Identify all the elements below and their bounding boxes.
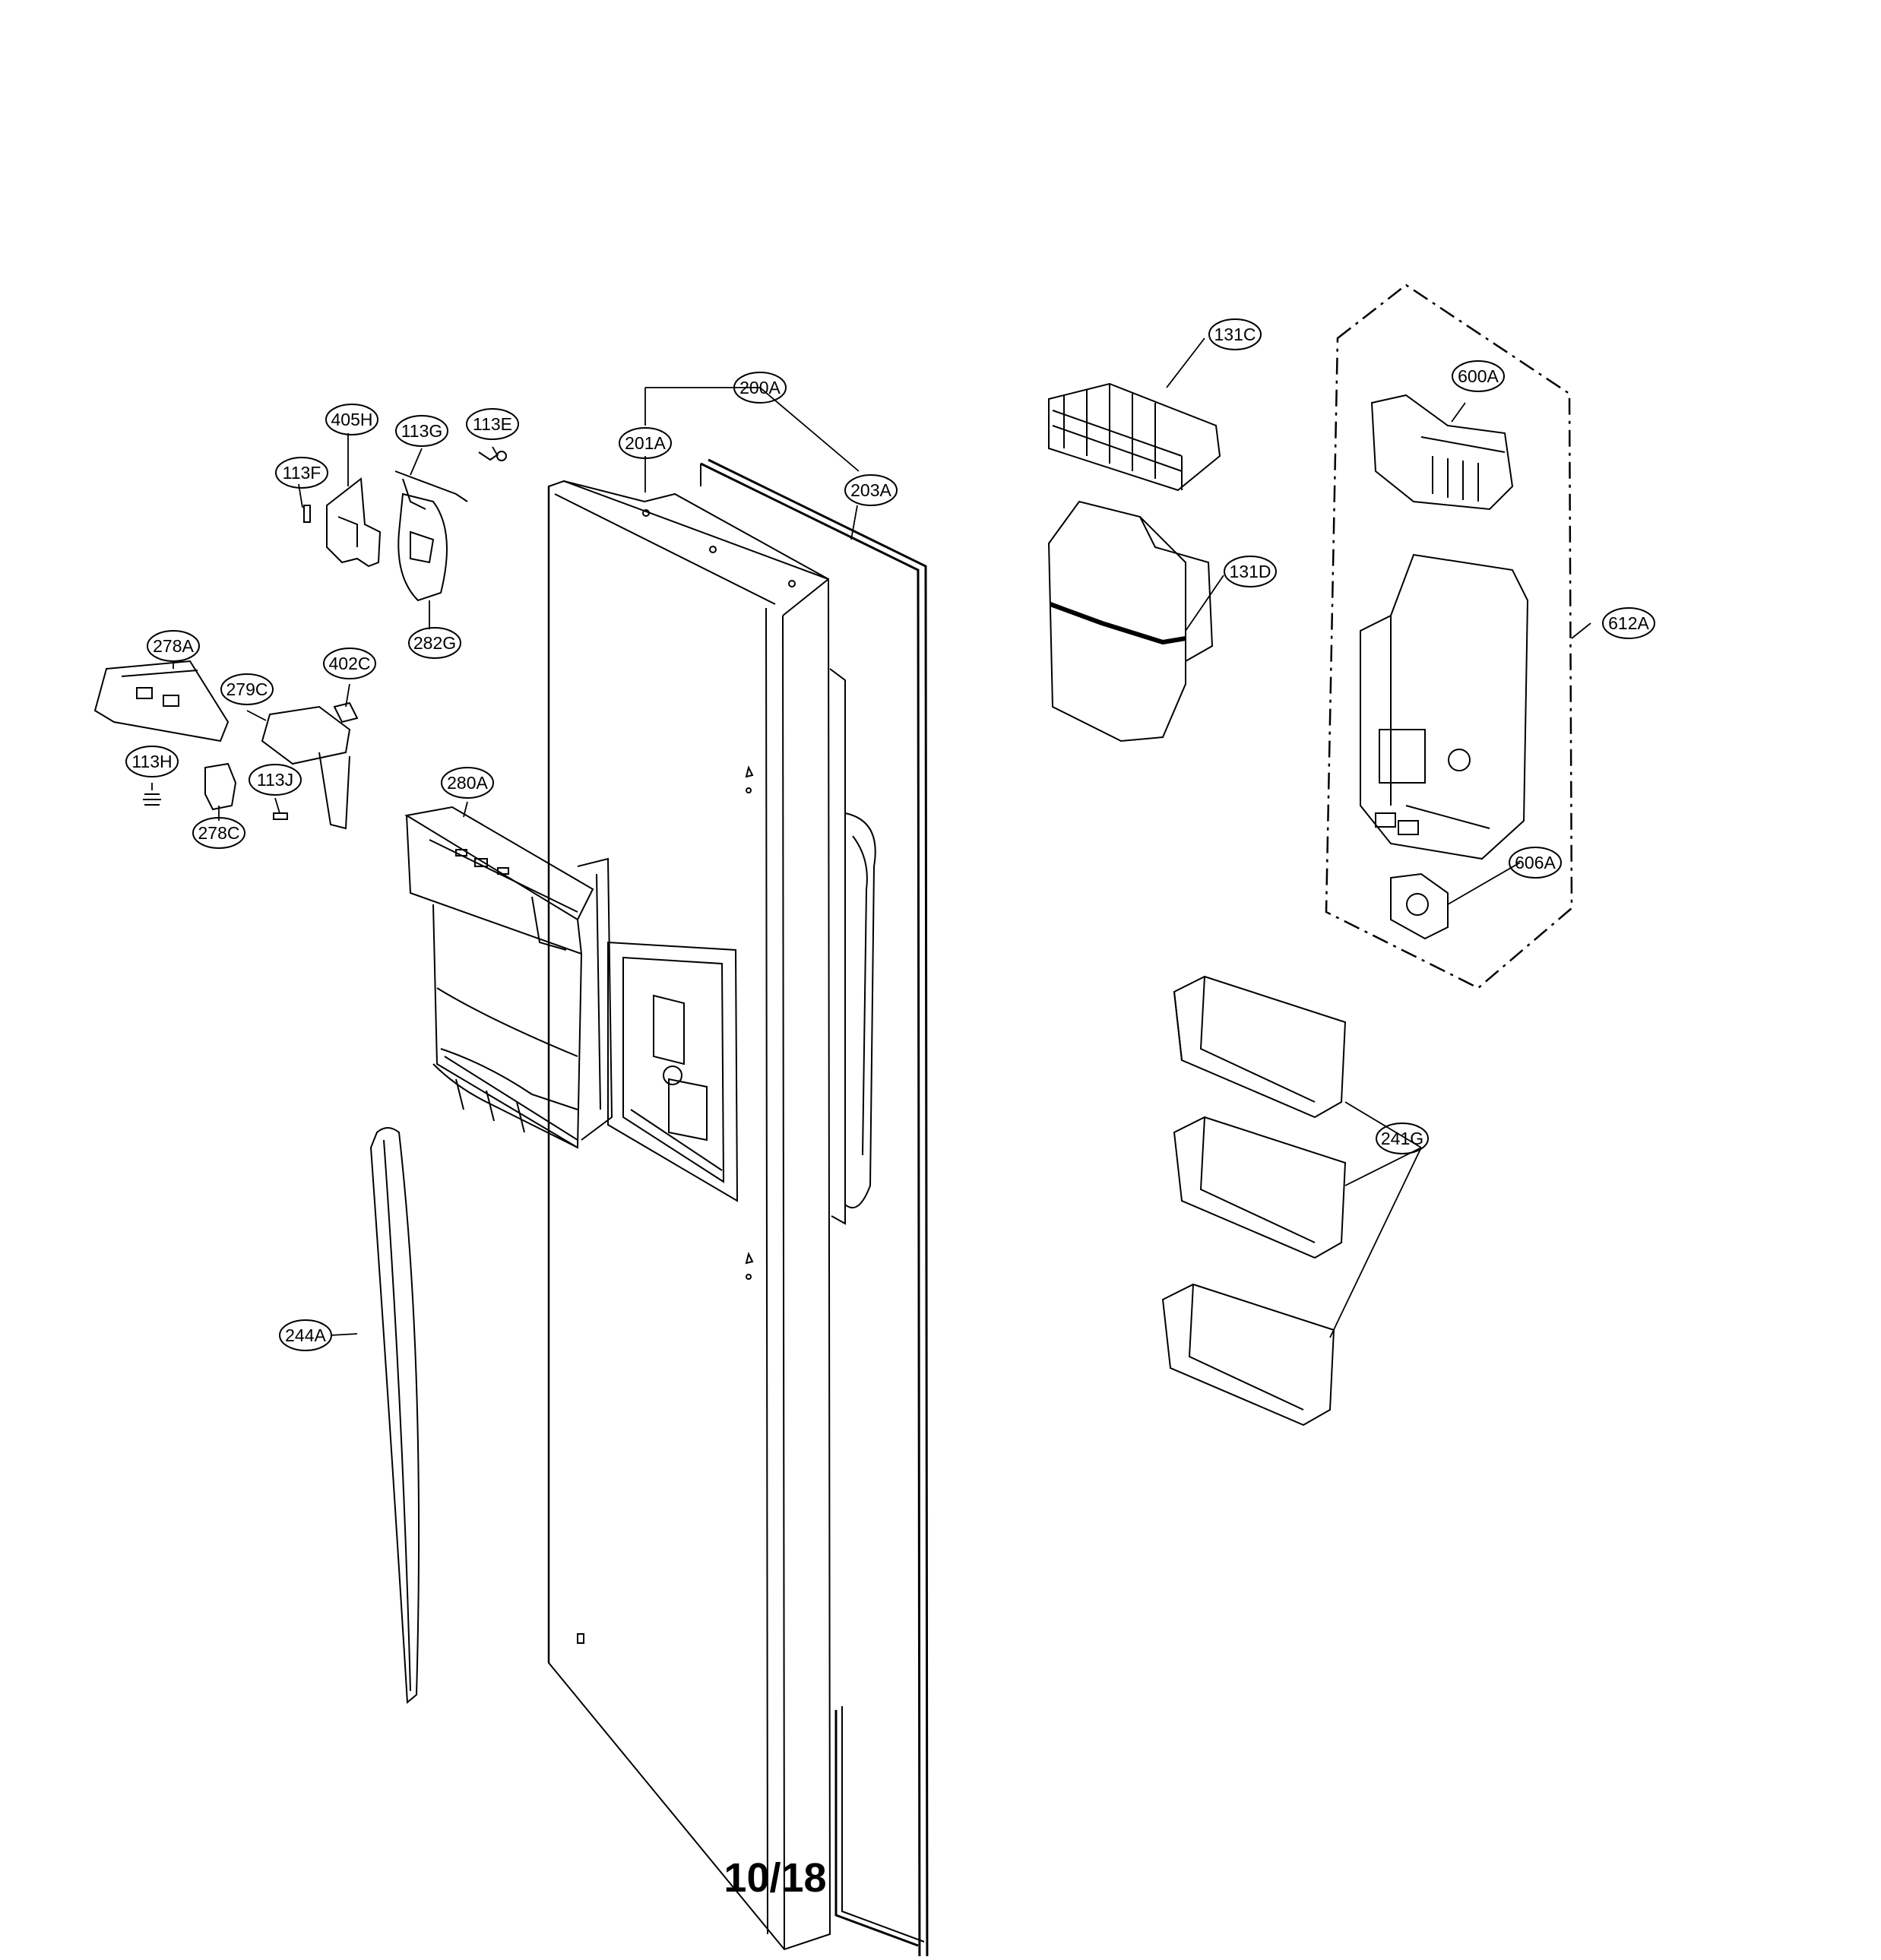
callout-244A: 244A [285, 1325, 326, 1345]
callout-131C: 131C [1214, 325, 1256, 344]
callout-131D: 131D [1230, 562, 1271, 581]
small-parts [93, 451, 507, 830]
callout-241G: 241G [1381, 1129, 1423, 1148]
ice-maker-assembly [1325, 283, 1573, 989]
callout-600A: 600A [1458, 366, 1499, 386]
callout-612A: 612A [1608, 613, 1649, 633]
callout-113F: 113F [283, 463, 321, 483]
callout-203A: 203A [850, 480, 891, 500]
callout-201A: 201A [625, 433, 666, 453]
callout-280A: 280A [447, 773, 488, 793]
callout-405H: 405H [331, 410, 373, 429]
callout-113E: 113E [473, 414, 512, 434]
leader-lines [151, 337, 1591, 1338]
callout-200A: 200A [739, 378, 781, 397]
callout-113J: 113J [257, 770, 293, 790]
door-panel [547, 458, 929, 1960]
callout-bubbles [125, 318, 1655, 1351]
callout-113H: 113H [131, 752, 172, 771]
door-bins [1161, 975, 1347, 1426]
callout-113G: 113G [401, 421, 443, 441]
callout-278A: 278A [153, 636, 194, 656]
page-number: 10/18 [724, 1855, 827, 1901]
ice-bin-parts [1047, 382, 1221, 743]
callout-279C: 279C [226, 679, 268, 699]
dispenser-assembly [404, 806, 613, 1149]
door-handle [369, 1127, 420, 1705]
callout-606A: 606A [1515, 853, 1556, 872]
callout-labels: 405H 113G 113E 113F 282G 278A 279C 402C … [131, 325, 1649, 1345]
callout-402C: 402C [329, 654, 371, 673]
callout-282G: 282G [413, 633, 456, 653]
callout-278C: 278C [198, 823, 240, 843]
